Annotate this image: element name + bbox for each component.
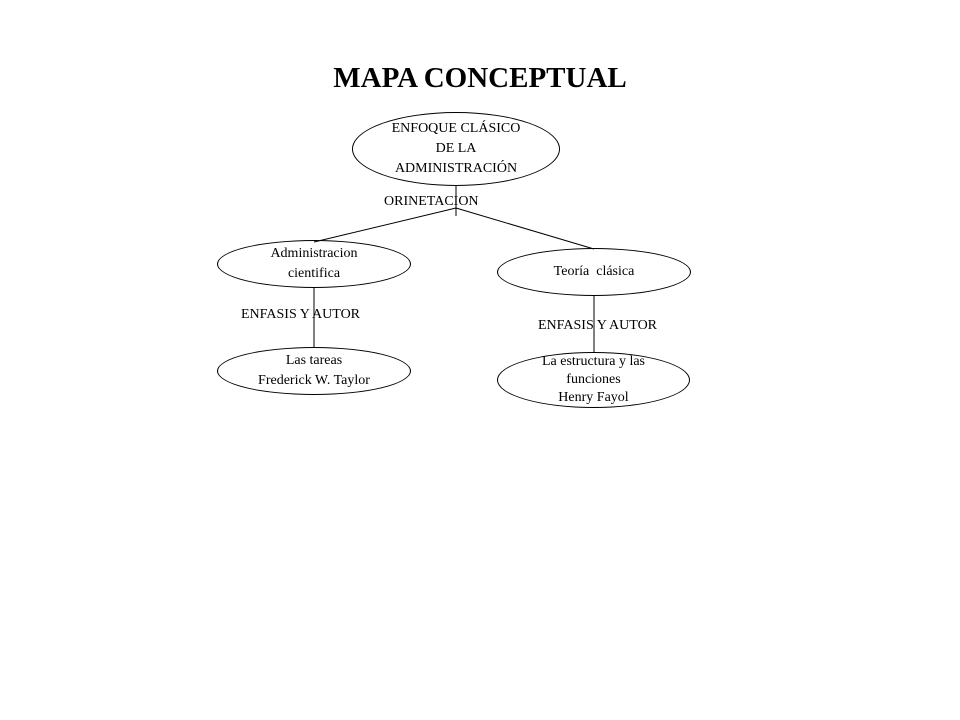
leaf-left-line-2: Frederick W. Taylor xyxy=(258,373,370,388)
leaf-right-line-3: Henry Fayol xyxy=(558,390,629,405)
root-node-line-3: ADMINISTRACIÓN xyxy=(394,161,518,176)
link-line-right xyxy=(455,207,595,250)
branch-right-link-label: ENFASIS Y AUTOR xyxy=(538,318,658,333)
branch-right-line-1: Teoría clásica xyxy=(553,264,635,279)
leaf-node-la-estructura: La estructura y las funciones Henry Fayo… xyxy=(497,352,690,408)
leaf-right-line-1: La estructura y las xyxy=(541,354,645,369)
branch-node-administracion-cientifica: Administracion cientifica xyxy=(217,240,411,288)
leaf-right-line-2: funciones xyxy=(566,372,621,387)
leaf-left-line-1: Las tareas xyxy=(285,353,343,368)
leaf-node-las-tareas: Las tareas Frederick W. Taylor xyxy=(217,347,411,395)
root-link-label: ORINETACION xyxy=(384,194,479,209)
page-title: MAPA CONCEPTUAL xyxy=(333,62,627,94)
branch-left-line-2: cientifica xyxy=(287,266,341,281)
root-node: ENFOQUE CLÁSICO DE LA ADMINISTRACIÓN xyxy=(352,112,560,186)
link-line-left xyxy=(313,207,457,243)
branch-node-teoria-clasica: Teoría clásica xyxy=(497,248,691,296)
root-node-line-1: ENFOQUE CLÁSICO xyxy=(391,121,521,136)
branch-left-link-label: ENFASIS Y AUTOR xyxy=(241,307,361,322)
branch-left-line-1: Administracion xyxy=(270,246,358,261)
root-node-line-2: DE LA xyxy=(435,141,477,156)
